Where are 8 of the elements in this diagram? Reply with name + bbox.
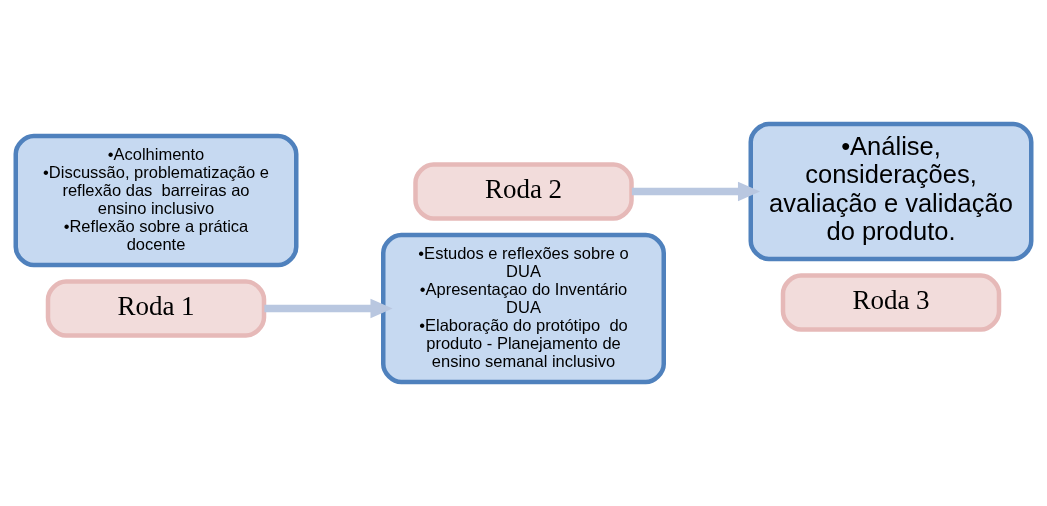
node-box: •Acolhimento •Discussão, problematização e reflexão das barreiras ao ensino inclusivo •Reflexão sobre a prática docente (13, 133, 299, 268)
node-box: Roda 3 (780, 273, 1002, 332)
arrow (631, 181, 761, 202)
node-box: Roda 1 (45, 279, 267, 338)
arrow (264, 298, 393, 319)
node-box: Roda 2 (413, 162, 634, 221)
node-box: •Estudos e reflexões sobre o DUA •Apresentaçao do Inventário DUA •Elaboração do protótipo do produto - Planejamento de ensino semanal inclusivo (381, 232, 666, 385)
node-box: •Análise, considerações, avaliação e validação do produto. (748, 121, 1034, 262)
